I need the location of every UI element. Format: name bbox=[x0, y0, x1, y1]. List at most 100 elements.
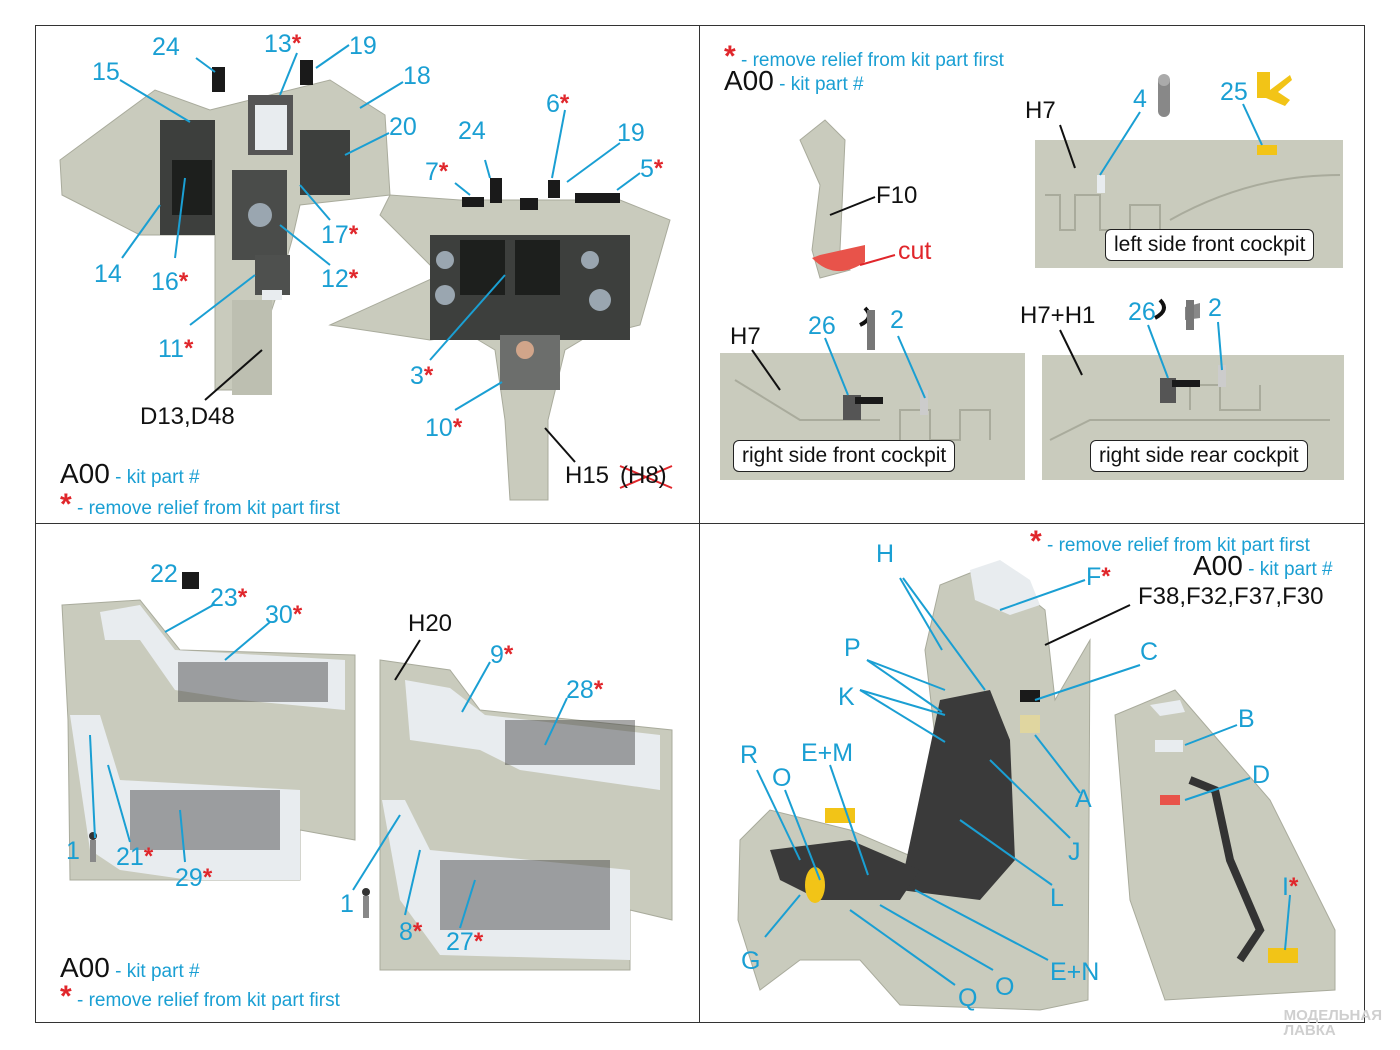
legend-code: A00 bbox=[60, 458, 110, 489]
callout-number: 13 bbox=[264, 30, 292, 58]
q1-callout-20: 20 bbox=[389, 113, 417, 142]
callout-number: 18 bbox=[403, 62, 431, 90]
q1-callout-24: 24 bbox=[152, 33, 180, 62]
q1-callout-5: 5* bbox=[640, 155, 663, 184]
callout-number: R bbox=[740, 741, 759, 769]
callout-leader bbox=[461, 661, 491, 713]
q2-part-label: H7+H1 bbox=[1020, 302, 1096, 329]
callout-leader bbox=[454, 381, 503, 411]
callout-leader bbox=[1217, 321, 1223, 371]
callout-number: 11 bbox=[158, 335, 184, 363]
q1-callout-3: 3* bbox=[410, 362, 433, 391]
q3-callout-23: 23* bbox=[210, 584, 247, 613]
q3-callout-30: 30* bbox=[265, 601, 302, 630]
legend-kit-text: - kit part # bbox=[115, 961, 200, 982]
front-cockpit-panel bbox=[59, 60, 391, 395]
legend-kit-text: - kit part # bbox=[779, 74, 864, 95]
callout-leader bbox=[352, 814, 401, 891]
callout-number: 26 bbox=[1128, 298, 1156, 326]
callout-number: C bbox=[1140, 638, 1159, 666]
callout-number: I bbox=[1282, 873, 1289, 901]
cut-leader bbox=[859, 254, 896, 266]
callout-leader bbox=[1184, 777, 1251, 801]
callout-leader bbox=[764, 894, 801, 938]
callout-leader bbox=[566, 142, 621, 183]
callout-number: 15 bbox=[92, 58, 120, 86]
legend-star: * bbox=[724, 40, 736, 73]
callout-star: * bbox=[653, 155, 664, 182]
q3-callout-28: 28* bbox=[566, 676, 603, 705]
callout-number: D bbox=[1252, 761, 1271, 789]
callout-leader bbox=[1284, 894, 1291, 951]
callout-number: 23 bbox=[210, 584, 238, 612]
callout-leader bbox=[914, 889, 1049, 961]
callout-leader bbox=[544, 697, 568, 746]
callout-leader bbox=[897, 335, 926, 399]
q4-callout-o: O bbox=[772, 764, 791, 793]
callout-leader bbox=[179, 809, 186, 863]
q4-callout-b: B bbox=[1238, 705, 1255, 734]
callout-number: 8 bbox=[399, 918, 413, 946]
leader-lines bbox=[89, 44, 1291, 986]
callout-leader bbox=[1034, 664, 1141, 701]
vertical-divider bbox=[699, 25, 700, 1023]
callout-number: 7 bbox=[425, 158, 439, 186]
callout-number: 10 bbox=[425, 414, 453, 442]
callout-number: 3 bbox=[410, 362, 424, 390]
q2-callout-26: 26 bbox=[1128, 298, 1156, 327]
callout-leader bbox=[344, 132, 390, 156]
q1-callout-13: 13* bbox=[264, 30, 301, 59]
callout-leader bbox=[224, 621, 271, 661]
q3-callout-9: 9* bbox=[490, 641, 513, 670]
callout-leader bbox=[849, 909, 956, 986]
q2-part-label: F10 bbox=[876, 182, 918, 209]
q2-callout-2: 2 bbox=[890, 306, 904, 335]
callout-number: G bbox=[741, 947, 761, 975]
callout-number: J bbox=[1068, 838, 1081, 866]
q3-callout-27: 27* bbox=[446, 928, 483, 957]
callout-star: * bbox=[348, 221, 359, 248]
callout-star: * bbox=[1101, 563, 1111, 590]
callout-leader bbox=[829, 764, 869, 876]
callout-leader bbox=[1147, 324, 1169, 379]
callout-number: 2 bbox=[1208, 294, 1222, 322]
callout-star: * bbox=[438, 158, 449, 185]
callout-star: * bbox=[143, 843, 154, 870]
callout-leader bbox=[1184, 724, 1238, 746]
q3-callout-29: 29* bbox=[175, 864, 212, 893]
callout-star: * bbox=[559, 90, 570, 117]
legend-q3-kit: A00 - kit part # bbox=[60, 952, 200, 984]
callout-leader bbox=[824, 337, 849, 396]
right-console-shape bbox=[362, 659, 673, 971]
legend-q1-kit: A00 - kit part # bbox=[60, 458, 200, 490]
callout-star: * bbox=[202, 864, 213, 891]
legend-q3-star: * - remove relief from kit part first bbox=[60, 980, 340, 1014]
part-leader bbox=[1059, 329, 1083, 376]
callout-number: 24 bbox=[152, 33, 180, 61]
q1-callout-10: 10* bbox=[425, 414, 462, 443]
q1-part-label: (H8) bbox=[620, 462, 667, 489]
legend-remove-text: - remove relief from kit part first bbox=[740, 50, 1004, 71]
legend-remove-text: - remove relief from kit part first bbox=[76, 498, 340, 519]
legend-code: A00 bbox=[1193, 550, 1243, 581]
q4-callout-k: K bbox=[838, 683, 855, 712]
callout-leader bbox=[1034, 734, 1081, 794]
callout-number: 4 bbox=[1133, 85, 1147, 113]
rear-cockpit-panel bbox=[328, 178, 671, 501]
callout-star: * bbox=[1288, 873, 1299, 900]
q4-callout-o: O bbox=[995, 973, 1014, 1002]
legend-kit-text: - kit part # bbox=[1248, 559, 1333, 580]
q1-callout-12: 12* bbox=[321, 265, 358, 294]
q4-callout-g: G bbox=[741, 947, 760, 976]
legend-q4-kit: A00 - kit part # bbox=[1193, 550, 1333, 582]
callout-star: * bbox=[503, 641, 514, 668]
callout-leader bbox=[902, 577, 986, 691]
q3-callout-1: 1 bbox=[340, 890, 354, 919]
legend-star: * bbox=[1030, 525, 1042, 558]
legend-remove-text: - remove relief from kit part first bbox=[76, 990, 340, 1011]
callout-leader bbox=[315, 44, 350, 69]
callout-number: B bbox=[1238, 705, 1255, 733]
callout-star: * bbox=[348, 265, 359, 292]
q4-callout-i: I* bbox=[1282, 873, 1298, 902]
callout-star: * bbox=[292, 601, 303, 628]
